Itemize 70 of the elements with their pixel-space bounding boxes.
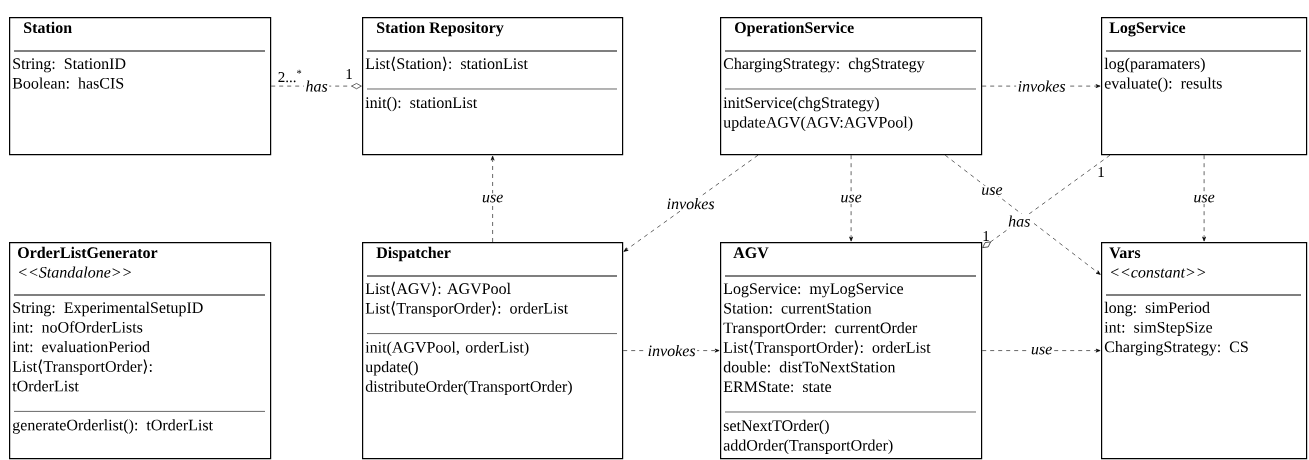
edge-label: use	[482, 194, 503, 203]
class-box	[720, 17, 983, 156]
dependency-arrow	[490, 155, 495, 243]
multiplicity-label: 1	[346, 69, 352, 79]
stereotype-label: <<Standalone>>	[19, 266, 131, 278]
class-name: Vars	[1109, 247, 1141, 259]
class-box	[9, 17, 272, 156]
method-text: init(AGVPool, orderList)	[365, 341, 529, 356]
method-text: generateOrderlist(): tOrderList	[12, 419, 213, 434]
edge-label: use	[1031, 346, 1052, 355]
method-text: addOrder(TransportOrder)	[723, 439, 893, 454]
attribute-text: log(paramaters)	[1104, 57, 1205, 73]
class-name: LogService	[1109, 21, 1186, 37]
method-text: initService(chgStrategy)	[723, 96, 879, 112]
edge-label: invokes	[648, 344, 696, 357]
attribute-text: long: simPeriod	[1104, 301, 1210, 317]
edge-label: has	[306, 80, 328, 92]
edge-label: has	[1008, 215, 1030, 227]
class-name: AGV	[733, 247, 769, 259]
class-box	[1101, 242, 1308, 460]
class-box	[1101, 17, 1308, 156]
multiplicity-label: 1	[1098, 167, 1104, 177]
attribute-text: Station: currentStation	[724, 302, 872, 314]
dependency-arrow	[944, 154, 1101, 275]
class-box	[362, 242, 624, 460]
class-name: OperationService	[735, 21, 854, 37]
dependency-arrow	[1202, 154, 1206, 242]
attribute-text: int: simStepSize	[1104, 321, 1213, 336]
attribute-text: String: ExperimentalSetupID	[13, 301, 203, 317]
edge-label: use	[841, 194, 862, 203]
attribute-text: int: evaluationPeriod	[12, 341, 150, 353]
stereotype-label: <<constant>>	[1111, 268, 1206, 278]
class-box	[9, 242, 272, 460]
aggregation-line	[270, 83, 362, 90]
edge-label: invokes	[1018, 80, 1066, 92]
class-name: Station Repository	[377, 21, 504, 37]
attribute-text: LogService: myLogService	[723, 283, 904, 298]
attribute-text: ChargingStrategy: CS	[1104, 341, 1248, 356]
attribute-text: List⟨TransportOrder⟩: tOrderList	[12, 359, 152, 392]
edge-label: use	[1194, 194, 1215, 203]
class-name: Station	[24, 21, 72, 34]
attribute-text: Boolean: hasCIS	[12, 77, 124, 89]
dependency-arrow	[849, 154, 853, 242]
attribute-text: double: distToNextStation	[723, 361, 896, 373]
multiplicity-label: 2...$^{*}$	[278, 69, 302, 83]
attribute-text: int: noOfOrderLists	[12, 321, 143, 333]
attribute-text: String: StationID	[13, 58, 126, 73]
method-text: update()	[365, 361, 418, 376]
attribute-text: List⟨TransportOrder⟩: orderList	[723, 340, 931, 357]
class-name: Dispatcher	[376, 246, 451, 262]
aggregation-line	[982, 154, 1111, 248]
attribute-text: List⟨TransporOrder⟩: orderList	[365, 301, 569, 317]
edge-label: use	[982, 187, 1003, 195]
method-text: distributeOrder(TransportOrder)	[365, 380, 572, 396]
method-text: init(): stationList	[365, 96, 478, 112]
edge-label: invokes	[667, 197, 715, 210]
class-box	[720, 242, 983, 460]
class-box	[362, 17, 624, 156]
attribute-text: List⟨Station⟩: stationList	[365, 56, 528, 71]
multiplicity-label: 1	[983, 231, 989, 241]
attribute-text: ERMState: state	[723, 381, 832, 393]
method-text: setNextTOrder()	[723, 419, 829, 435]
method-text: updateAGV(AGV:AGVPool)	[723, 116, 913, 131]
attribute-text: ChargingStrategy: chgStrategy	[723, 57, 925, 73]
attribute-text: List⟨AGV⟩: AGVPool	[365, 281, 511, 296]
attribute-text: TransportOrder: currentOrder	[723, 322, 918, 337]
class-name: OrderListGenerator	[18, 246, 158, 259]
dependency-arrow	[981, 348, 1101, 353]
dependency-arrow	[623, 154, 759, 252]
attribute-text: evaluate(): results	[1104, 77, 1222, 92]
